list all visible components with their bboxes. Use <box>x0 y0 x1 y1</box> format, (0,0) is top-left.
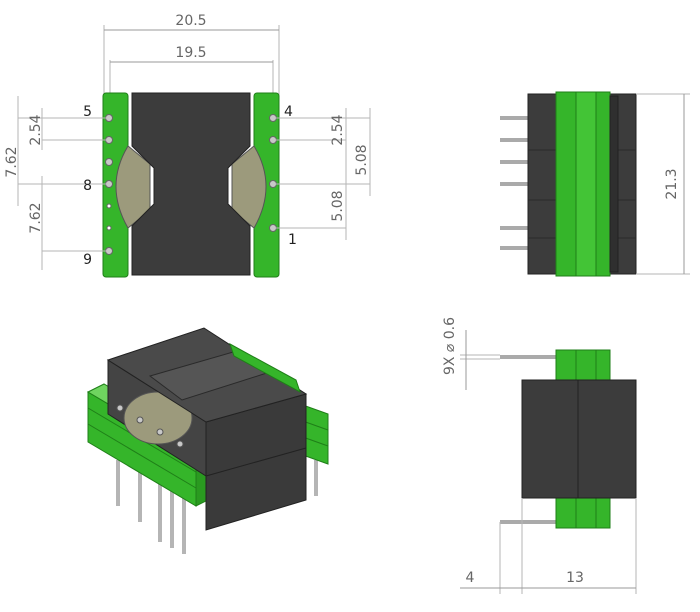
side-bobbin-2 <box>575 91 597 277</box>
pin-label-9: 9 <box>83 252 92 268</box>
pin-8 <box>105 180 113 188</box>
front-view: 9X ⌀ 0.6 4 13 <box>442 317 637 594</box>
isometric-view <box>86 327 329 554</box>
pitch-right-mid: 5.08 <box>354 144 370 175</box>
side-bobbin-3 <box>595 91 611 277</box>
pin-6 <box>105 136 113 144</box>
pin-label-8: 8 <box>83 178 92 194</box>
pin-hole-b <box>106 225 112 231</box>
pin-5 <box>105 114 113 122</box>
ferrite-core <box>131 92 251 276</box>
top-view: 20.5 19.5 <box>4 13 371 278</box>
side-bobbin-1 <box>555 91 577 277</box>
pin-2 <box>269 180 277 188</box>
side-view: 21.3 <box>500 91 690 277</box>
front-core <box>521 379 637 499</box>
pin-3 <box>269 136 277 144</box>
front-bobbin-bottom <box>555 497 611 529</box>
pin-label-4: 4 <box>284 104 293 120</box>
pin-1 <box>269 224 277 232</box>
pin-4 <box>269 114 277 122</box>
pin-9 <box>105 247 113 255</box>
pin-diameter-callout: 9X ⌀ 0.6 <box>442 317 458 375</box>
pin-label-5: 5 <box>83 104 92 120</box>
pin-hole-a <box>106 203 112 209</box>
pin-length-label: 4 <box>466 570 475 586</box>
body-depth-label: 13 <box>566 570 584 586</box>
width-overall-label: 20.5 <box>175 13 206 29</box>
pin-label-1: 1 <box>288 232 297 248</box>
pitch-left-top: 2.54 <box>28 114 44 145</box>
pitch-right-b: 5.08 <box>330 190 346 221</box>
pitch-left-a: 7.62 <box>4 146 20 177</box>
pitch-right-top: 2.54 <box>330 114 346 145</box>
pitch-left-b: 7.62 <box>28 202 44 233</box>
pin-7 <box>105 158 113 166</box>
width-pins-label: 19.5 <box>175 45 206 61</box>
height-label: 21.3 <box>664 168 680 199</box>
front-bobbin-top <box>555 349 611 381</box>
